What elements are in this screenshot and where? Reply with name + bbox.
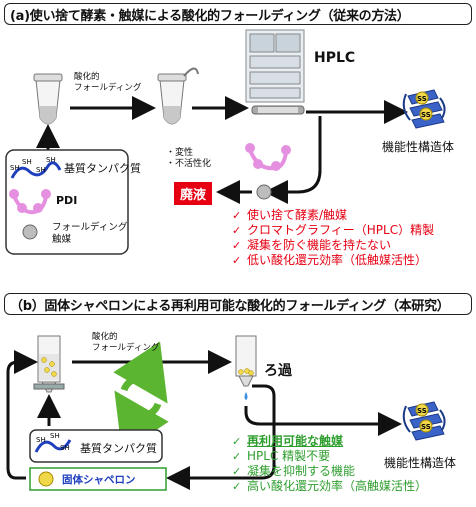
arrow-hplc-to-waste (264, 116, 322, 204)
hplc-instrument-icon (245, 29, 305, 103)
list-item: ✓再利用可能な触媒 (232, 434, 344, 448)
filtration-label: ろ過 (264, 363, 292, 379)
protein-structure-icon: SS SS (402, 89, 446, 129)
check-icon: ✓ (232, 435, 242, 448)
sh-label: SH (60, 444, 70, 452)
structure-label: 機能性構造体 (382, 140, 455, 154)
arrow-recycle-loop (166, 384, 276, 490)
check-icon: ✓ (232, 239, 242, 252)
list-item: ✓高い酸化還元効率（高触媒活性） (232, 479, 428, 493)
check-icon: ✓ (232, 465, 242, 478)
column-icon (33, 335, 65, 393)
check-icon: ✓ (232, 224, 242, 237)
chaperone-bead-icon (38, 471, 54, 487)
legend-pdi-label: PDI (56, 194, 78, 207)
legend-substrate-label: 基質タンパク質 (80, 442, 157, 455)
check-icon: ✓ (232, 450, 242, 463)
legend-box (29, 429, 163, 463)
hplc-label: HPLC (314, 50, 356, 66)
sh-label: SH (36, 166, 46, 174)
sh-label: SH (36, 436, 46, 444)
catalyst-legend-circle (22, 224, 38, 240)
ss-label: SS (421, 423, 431, 431)
open-tube-icon (157, 67, 199, 125)
chaperone-box (29, 467, 167, 491)
recycle-icon (113, 341, 169, 453)
list-item: ✓凝集を防ぐ機能を持たない (232, 238, 392, 252)
hplc-column-icon (251, 105, 305, 115)
check-icon: ✓ (232, 480, 242, 493)
legend-substrate-label: 基質タンパク質 (64, 162, 141, 175)
panel-b-title-box (4, 293, 472, 315)
list-item: ✓使い捨て酵素/触媒 (232, 208, 348, 222)
oxidative-folding-label: 酸化的 フォールディング (74, 72, 142, 93)
list-item: ✓HPLC 精製不要 (232, 449, 331, 463)
check-icon: ✓ (232, 254, 242, 267)
tube-icon (33, 73, 63, 125)
pdi-waste-icon (245, 143, 291, 171)
legend-chaperone-label: 固体シャペロン (62, 474, 136, 486)
list-item: ✓クロマトグラフィー（HPLC）精製 (232, 223, 435, 237)
list-item: ✓低い酸化還元効率（低触媒活性） (232, 253, 428, 267)
check-icon: ✓ (232, 209, 242, 222)
list-item: ✓凝集を抑制する機能 (232, 464, 356, 478)
panel-b: （b）固体シャペロンによる再利用可能な酸化的フォールディング（本研究） (0, 290, 476, 507)
panel-a-graphics: SS SS SH SH SH SH (5, 29, 446, 255)
ss-label: SS (421, 111, 431, 119)
substrate-protein-icon: SH SH SH SH (10, 156, 62, 179)
arrow-recycle-left (6, 350, 38, 480)
structure-label: 機能性構造体 (384, 456, 457, 470)
sh-label: SH (22, 158, 32, 166)
sh-label: SH (10, 164, 20, 172)
panel-b-graphics: SH SH SH SS SS (6, 335, 446, 491)
oxidative-folding-label: 酸化的 フォールディング (92, 332, 160, 353)
panel-a-title: (a)使い捨て酵素・触媒による酸化的フォールディング（従来の方法） (10, 9, 410, 24)
catalyst-circle (256, 184, 272, 200)
sh-label: SH (46, 156, 56, 164)
substrate-protein-icon: SH SH SH (34, 432, 72, 453)
denature-label: ・変性 ・不活性化 (166, 148, 212, 169)
ss-label: SS (417, 407, 427, 415)
panel-b-title: （b）固体シャペロンによる再利用可能な酸化的フォールディング（本研究） (10, 299, 450, 314)
drawbacks-list: ✓使い捨て酵素/触媒 ✓クロマトグラフィー（HPLC）精製 ✓凝集を防ぐ機能を持… (232, 208, 434, 268)
panel-a: (a)使い捨て酵素・触媒による酸化的フォールディング（従来の方法） (4, 3, 472, 268)
arrow-filter-to-structure (244, 406, 402, 436)
waste-badge: 廃液 (174, 182, 213, 205)
filter-column-icon (235, 335, 257, 400)
legend-catalyst-label: フォールディング 触媒 (52, 222, 128, 245)
advantages-list: ✓再利用可能な触媒 ✓HPLC 精製不要 ✓凝集を抑制する機能 ✓高い酸化還元効… (232, 434, 427, 494)
pdi-icon (9, 189, 51, 215)
protein-structure-icon: SS SS (402, 401, 446, 441)
sh-label: SH (50, 432, 60, 440)
panel-a-title-box (4, 3, 472, 25)
ss-label: SS (417, 95, 427, 103)
